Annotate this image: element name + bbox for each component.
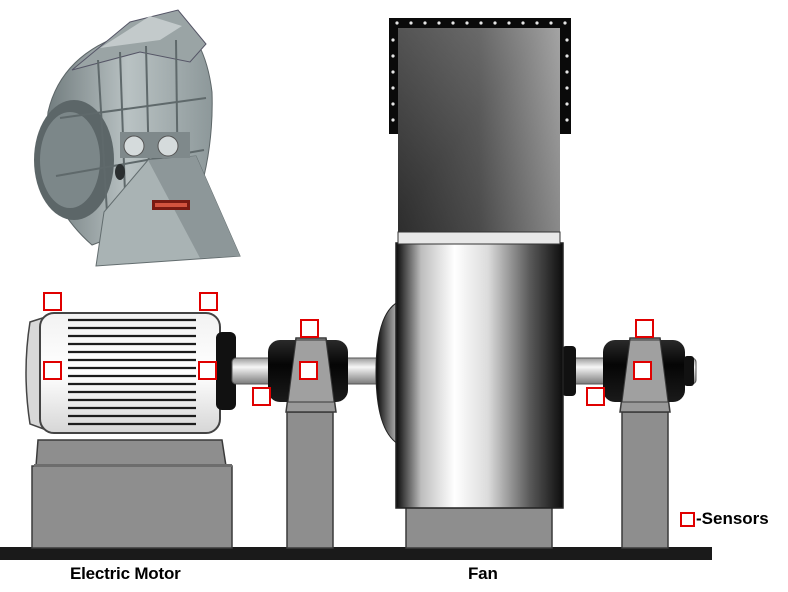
shaft-collar	[562, 346, 576, 396]
fan	[375, 18, 571, 549]
sensor-icon	[43, 361, 62, 380]
sensor-legend: -Sensors	[680, 509, 769, 529]
sensor-icon	[199, 292, 218, 311]
sensor-icon	[633, 361, 652, 380]
sensor-icon	[198, 361, 217, 380]
sensor-icon	[300, 319, 319, 338]
legend-text: -Sensors	[696, 509, 769, 528]
sensor-icon	[635, 319, 654, 338]
sensor-icon	[299, 361, 318, 380]
motor-fins	[68, 318, 196, 426]
electric-motor	[25, 312, 236, 549]
sensor-square-icon	[680, 511, 695, 527]
sensor-icon	[586, 387, 605, 406]
bearing-pedestal-left	[268, 337, 348, 549]
electric-motor-label: Electric Motor	[70, 564, 181, 583]
ground-line	[0, 547, 712, 560]
sensor-icon	[43, 292, 62, 311]
sensor-icon	[252, 387, 271, 406]
fan-label: Fan	[468, 564, 498, 583]
centrifugal-fan-photo	[34, 9, 241, 267]
flange-bolts	[391, 21, 569, 122]
